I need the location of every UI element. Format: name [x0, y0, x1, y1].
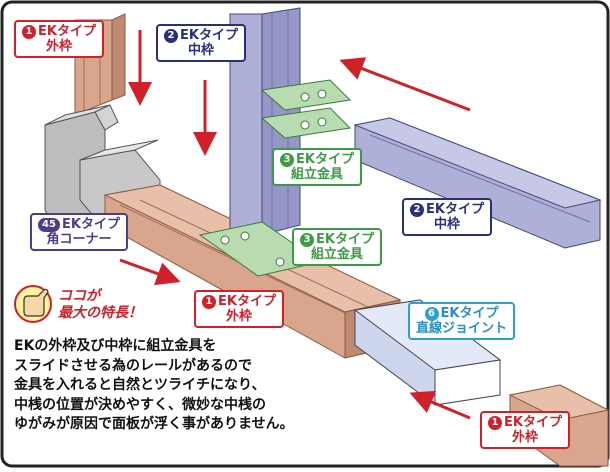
label-line1: EKタイプ: [62, 217, 120, 232]
label-line1: EKタイプ: [504, 415, 562, 430]
number-badge: 3: [280, 153, 294, 167]
number-badge: 6: [424, 307, 439, 321]
label-line1: EKタイプ: [296, 152, 354, 167]
label-line2: 外枠: [225, 309, 252, 324]
number-badge: 1: [22, 25, 36, 39]
label-line2: 外枠: [511, 430, 538, 445]
description-line: 中桟の位置が決めやすく、微妙な中桟の: [14, 396, 266, 413]
arrow-mid-right-in: [339, 57, 471, 112]
label-line1: EKタイプ: [426, 202, 484, 217]
label-line1: EKタイプ: [316, 232, 374, 247]
label-line1: EKタイプ: [180, 28, 238, 43]
arrow-corner-in: [119, 258, 181, 286]
feature-line2: 最大の特長！: [58, 305, 142, 321]
label-line2: 組立金具: [290, 167, 343, 182]
description-line: EKの外枠及び中枠に組立金具を: [14, 338, 217, 354]
description-line: スライドさせる為のレールがあるので: [14, 357, 252, 374]
feature-line1: ココが: [58, 288, 100, 304]
label-line2: 組立金具: [310, 247, 363, 262]
label-line1: EKタイプ: [440, 306, 499, 321]
direction-arrows: [119, 30, 471, 420]
number-badge: 3: [300, 233, 314, 247]
label-line1: EKタイプ: [38, 24, 96, 39]
label-line1: EKタイプ: [218, 294, 276, 309]
description-text: EKの外枠及び中枠に組立金具を スライドさせる為のレールがあるので 金具を入れる…: [14, 337, 414, 435]
pointing-hand-icon: [14, 285, 52, 323]
label-line2: 中枠: [187, 43, 214, 58]
number-badge: 2: [164, 29, 178, 43]
label-line2: 外枠: [45, 39, 72, 54]
number-badge: 45: [38, 218, 60, 232]
description-line: ゆがみが原因で面板が浮く事がありません。: [14, 416, 294, 432]
label-line2: 直線ジョイント: [416, 321, 508, 336]
label-line2: 中枠: [433, 217, 460, 232]
number-badge: 1: [488, 416, 502, 430]
feature-badge: ココが 最大の特長！: [58, 288, 142, 322]
assembly-fitting-upper-part: [260, 79, 352, 139]
label-line2: 角コーナー: [46, 232, 112, 247]
number-badge: 1: [202, 295, 216, 309]
description-line: 金具を入れると自然とツライチになり、: [14, 377, 266, 393]
number-badge: 2: [410, 203, 424, 217]
arrow-outer-br-in: [409, 390, 471, 420]
